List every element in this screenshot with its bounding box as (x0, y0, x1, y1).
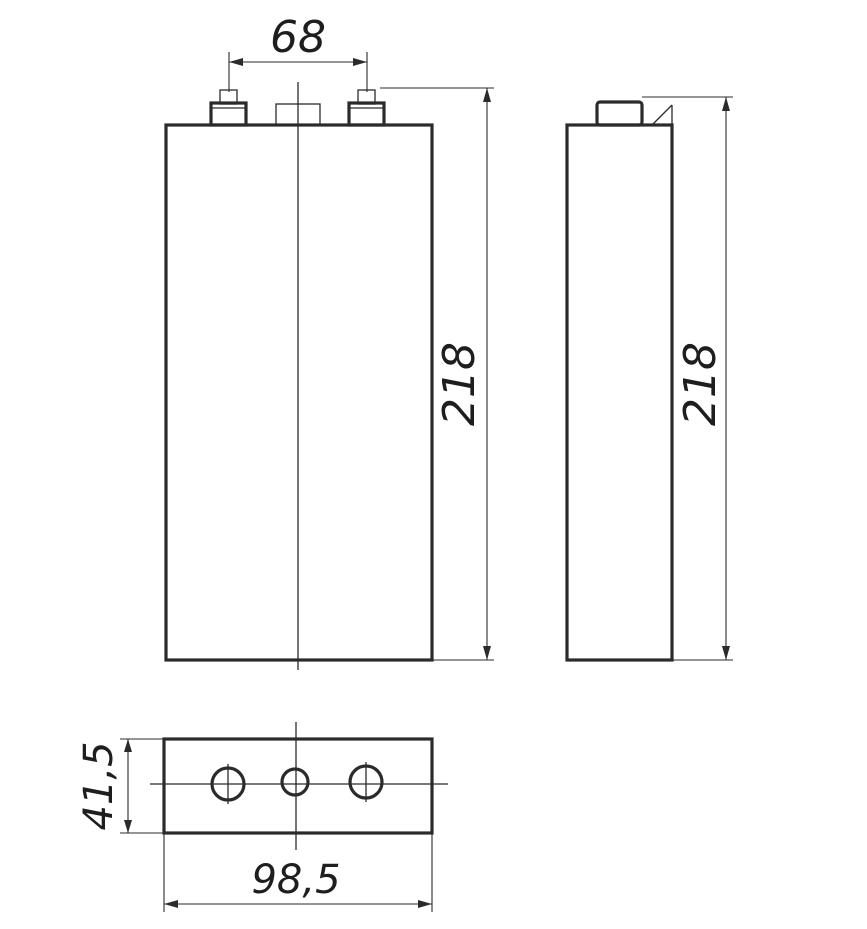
right-terminal (347, 89, 386, 127)
side-view: 218 (565, 96, 733, 662)
front-view-body (164, 123, 434, 662)
side-view-body (565, 123, 674, 662)
top-view: 41,5 98,5 (76, 722, 448, 912)
left-terminal (209, 89, 248, 127)
top-view-body (162, 737, 434, 835)
side-vent-cap (595, 100, 644, 127)
front-view: 68 218 (164, 12, 494, 670)
front-height-dimension: 218 (380, 87, 494, 661)
front-height-label: 218 (434, 342, 485, 426)
side-height-label: 218 (675, 342, 726, 426)
side-height-dimension: 218 (642, 96, 733, 661)
top-width-dimension: 98,5 (163, 833, 433, 912)
terminal-spacing-label: 68 (270, 12, 326, 63)
top-depth-dimension: 41,5 (76, 738, 164, 834)
terminal-hole-right (348, 762, 384, 802)
terminal-spacing-dimension: 68 (228, 12, 368, 92)
vent-cap (275, 103, 321, 126)
vent-hole-center (280, 767, 310, 797)
terminal-hole-left (210, 764, 246, 804)
top-width-label: 98,5 (251, 857, 340, 903)
top-depth-label: 41,5 (76, 741, 122, 830)
